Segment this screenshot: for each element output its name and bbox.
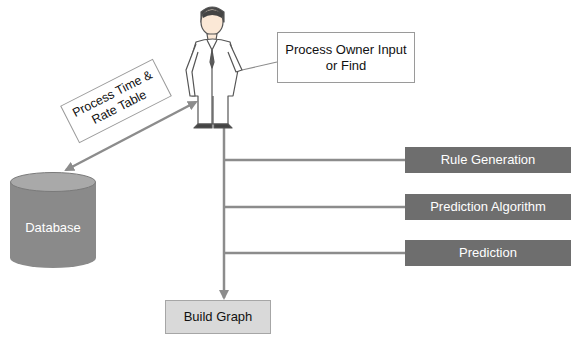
node-label: Prediction [459, 245, 517, 261]
person-figure [186, 7, 242, 128]
node-label: Process Owner Input or Find [284, 42, 408, 73]
node-label: Build Graph [184, 309, 253, 325]
node-label: Rule Generation [441, 152, 536, 168]
process-bar: Prediction [405, 240, 571, 266]
leader-line [242, 62, 277, 70]
branch-line [224, 159, 405, 162]
trunk-line [223, 126, 226, 298]
input-box: Process Owner Input or Find [277, 32, 415, 83]
process-bar: Rule Generation [405, 147, 571, 173]
node-label: Database [25, 220, 81, 236]
node-label: Prediction Algorithm [430, 199, 546, 215]
branch-line [224, 206, 405, 209]
branch-line [224, 252, 405, 255]
process-bar: Prediction Algorithm [405, 194, 571, 220]
node-label: Process Time & Rate Table [69, 67, 163, 135]
database-cylinder: Database [10, 172, 96, 268]
table-box: Process Time & Rate Table [60, 59, 172, 144]
build-box: Build Graph [165, 300, 271, 334]
